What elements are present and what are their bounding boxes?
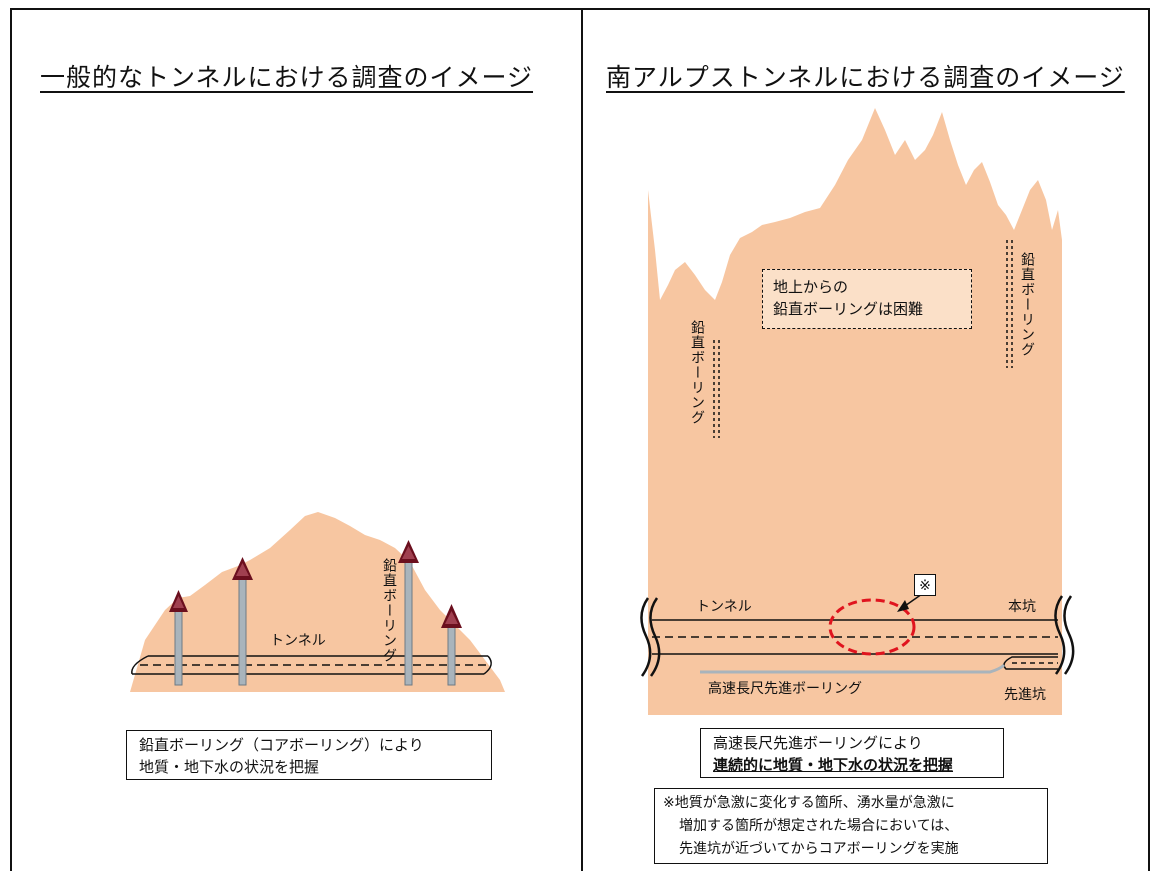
note-marker: ※	[914, 574, 936, 596]
right-tunnel	[652, 619, 1058, 655]
left-borings	[169, 540, 462, 686]
left-tunnel	[131, 655, 492, 675]
left-tunnel-label: トンネル	[270, 633, 326, 649]
right-vertical-boring-lines	[713, 240, 1013, 438]
left-caption-line2: 地質・地下水の状況を把握	[139, 758, 320, 776]
difficulty-line1: 地上からの	[773, 278, 849, 296]
note-line1: ※地質が急激に変化する箇所、湧水量が急激に	[663, 795, 955, 811]
note-highlight-ellipse	[828, 598, 916, 656]
boring-3	[398, 540, 419, 686]
right-panel-title: 南アルプストンネルにおける調査のイメージ	[606, 63, 1125, 92]
left-caption-box: 鉛直ボーリング（コアボーリング）により 地質・地下水の状況を把握	[126, 730, 492, 780]
right-caption-line2: 連続的に地質・地下水の状況を把握	[713, 756, 954, 774]
right-caption-line1: 高速長尺先進ボーリングにより	[713, 734, 923, 752]
main-shaft-label: 本坑	[1008, 599, 1036, 615]
difficulty-line2: 鉛直ボーリングは困難	[773, 300, 924, 318]
boring-1	[169, 590, 188, 686]
left-caption-line1: 鉛直ボーリング（コアボーリング）により	[139, 736, 424, 754]
panel-divider	[581, 8, 583, 871]
difficulty-note-box: 地上からの 鉛直ボーリングは困難	[762, 269, 972, 329]
boring-4	[441, 604, 462, 686]
right-note-box: ※地質が急激に変化する箇所、湧水量が急激に 増加する箇所が想定された場合において…	[654, 788, 1048, 864]
note-line2: 増加する箇所が想定された場合においては、	[679, 818, 959, 834]
pilot-shaft-label: 先進坑	[1004, 687, 1046, 703]
tunnel-break-right	[1054, 595, 1075, 675]
note-line3: 先進坑が近づいてからコアボーリングを実施	[679, 841, 959, 857]
note-arrow	[897, 593, 923, 612]
pilot-shaft	[1003, 656, 1058, 670]
right-caption-box: 高速長尺先進ボーリングにより 連続的に地質・地下水の状況を把握	[700, 728, 1004, 778]
pilot-boring-label: 高速長尺先進ボーリング	[708, 681, 862, 697]
right-mountain	[648, 108, 1062, 715]
left-panel-title: 一般的なトンネルにおける調査のイメージ	[40, 63, 534, 92]
pilot-boring-line	[700, 663, 1006, 674]
boring-2	[232, 557, 253, 686]
right-tunnel-label: トンネル	[696, 599, 752, 615]
right-vertical-boring-label-right: 鉛直ボーリング	[1019, 252, 1035, 357]
outer-frame	[10, 8, 1150, 871]
tunnel-break-left	[640, 597, 661, 677]
left-vertical-boring-label: 鉛直ボーリング	[381, 558, 397, 663]
right-vertical-boring-label-left: 鉛直ボーリング	[689, 320, 705, 425]
